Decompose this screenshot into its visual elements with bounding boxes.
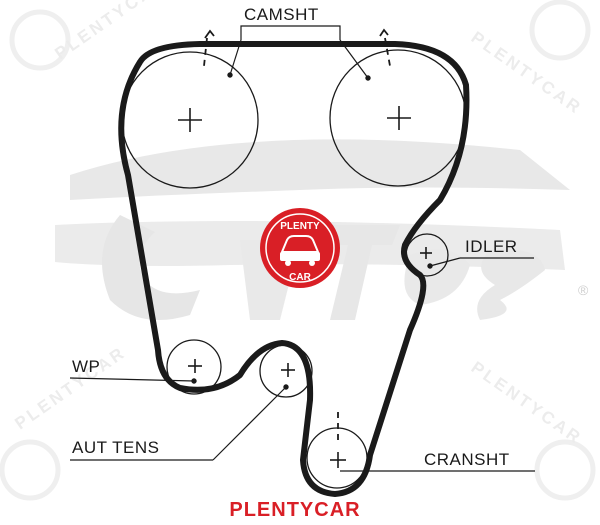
- crankshaft-label: CRANSHT: [424, 450, 510, 469]
- watermark-letter-s: [477, 249, 545, 320]
- camshaft-label: CAMSHT: [244, 5, 319, 24]
- tensioner-leader-diagonal: [212, 386, 287, 461]
- registered-mark-icon: ®: [578, 282, 589, 298]
- leader-lines: [69, 25, 535, 472]
- logo-inner-ring: [265, 213, 335, 283]
- water-pump-label: WP: [72, 357, 100, 376]
- camshaft-left-timing-tick: [204, 29, 215, 39]
- camshaft-right-timing-mark: [384, 37, 391, 67]
- plus-icon: [387, 106, 411, 130]
- idler-label: IDLER: [465, 237, 518, 256]
- watermark-ring-2: [529, 0, 591, 61]
- idler-leader: [429, 257, 534, 267]
- timing-belt: [118, 41, 470, 497]
- logo-bottom-text: CAR: [289, 272, 311, 283]
- watermark-text-4: PLENTYCAR: [468, 358, 586, 449]
- logo-badge: [260, 208, 340, 288]
- watermark-text-3: PLENTYCAR: [11, 343, 129, 434]
- car-icon: [280, 235, 320, 266]
- watermark-letter-g: [102, 215, 200, 320]
- camshaft-right-leader: [339, 39, 369, 79]
- camshaft-right-timing-tick: [379, 28, 389, 37]
- watermark-ring-3: [0, 439, 61, 501]
- logo-top-text: PLENTY: [280, 221, 320, 232]
- plus-icon: [178, 108, 202, 132]
- plus-icon: [281, 363, 295, 377]
- watermark-swoosh: [70, 139, 570, 200]
- water-pump-leader: [69, 377, 195, 382]
- plus-icon: [420, 247, 432, 259]
- crankshaft-pulley: [306, 427, 368, 489]
- plus-icon: [188, 359, 202, 373]
- plentycar-logo: PLENTY CAR: [260, 208, 340, 288]
- camshaft-bracket-line: [240, 25, 341, 40]
- watermark-ring-1: [9, 9, 71, 71]
- center-marks: [178, 106, 432, 468]
- camshaft-left-leader: [229, 39, 242, 76]
- watermark-ring-4: [534, 439, 596, 501]
- camshaft-left-timing-mark: [203, 37, 208, 67]
- auto-tensioner-label: AUT TENS: [72, 438, 159, 457]
- watermark-text-2: PLENTYCAR: [468, 28, 586, 119]
- plus-icon: [330, 452, 346, 468]
- brand-caption: PLENTYCAR: [229, 499, 360, 521]
- watermark-letter-t: [325, 225, 400, 320]
- water-pump-pulley: [166, 339, 222, 395]
